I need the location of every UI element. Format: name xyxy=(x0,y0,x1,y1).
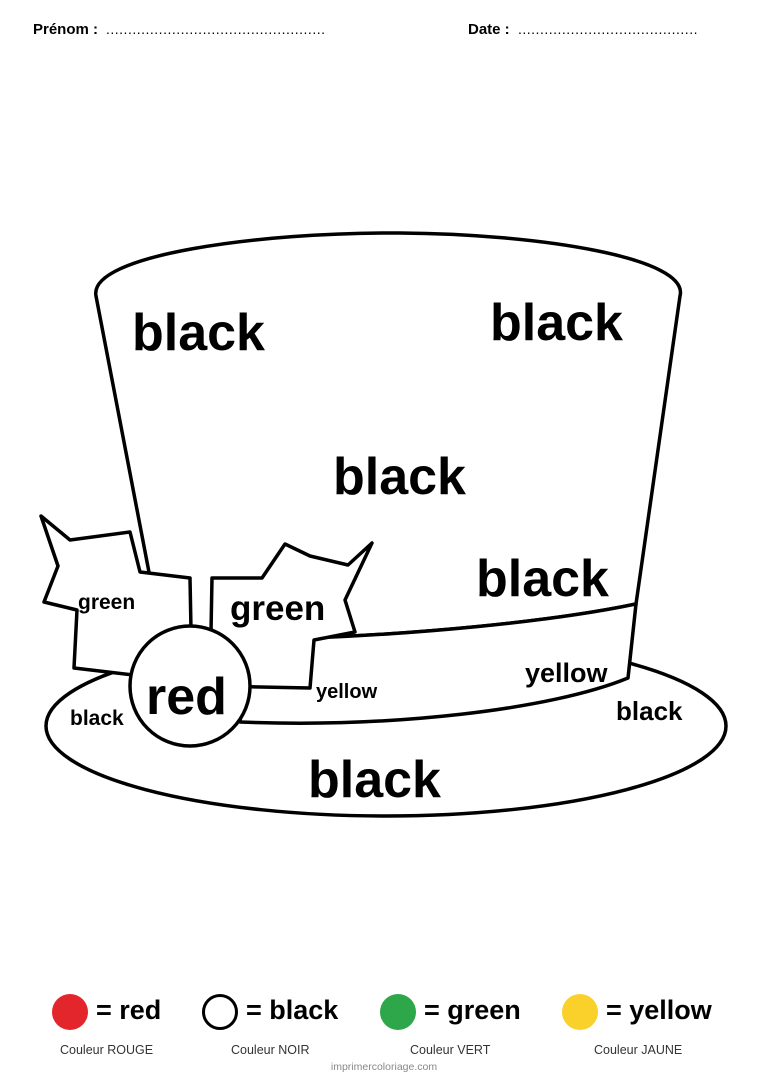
green-swatch-icon xyxy=(380,994,416,1030)
leaf-word-left: green xyxy=(78,591,135,614)
date-field[interactable]: ........................................… xyxy=(518,21,698,37)
legend-word: = yellow xyxy=(606,995,712,1025)
band-word-right: yellow xyxy=(525,658,609,688)
black-swatch-icon xyxy=(202,994,238,1030)
red-swatch-icon xyxy=(52,994,88,1030)
legend-word: = red xyxy=(96,995,162,1025)
right-leaf-region[interactable] xyxy=(208,541,374,690)
legend-caption-yellow: Couleur JAUNE xyxy=(594,1043,683,1057)
hat-band-region[interactable] xyxy=(238,602,638,725)
brim-word-left: black xyxy=(70,707,124,730)
legend-word: = green xyxy=(424,995,521,1025)
crown-word-3: black xyxy=(333,448,466,506)
brim-word-bottom: black xyxy=(308,751,441,809)
crown-word-2: black xyxy=(490,294,623,352)
band-word-left: yellow xyxy=(316,681,378,703)
button-word: red xyxy=(146,668,227,726)
site-footer: imprimercoloriage.com xyxy=(330,1061,438,1073)
legend-caption-black: Couleur NOIR xyxy=(231,1043,310,1057)
hat-button-region[interactable] xyxy=(128,624,252,748)
brim-word-right: black xyxy=(616,696,683,726)
yellow-swatch-icon xyxy=(562,994,598,1030)
first-name-field[interactable]: ........................................… xyxy=(106,21,326,37)
crown-word-1: black xyxy=(132,304,265,362)
first-name-label: Prénom : xyxy=(33,21,99,38)
date-label: Date : xyxy=(468,21,510,38)
legend-caption-green: Couleur VERT xyxy=(410,1043,491,1057)
legend-caption-red: Couleur ROUGE xyxy=(60,1043,154,1057)
legend-word: = black xyxy=(246,995,339,1025)
leaf-word-right: green xyxy=(230,589,325,628)
crown-word-4: black xyxy=(476,550,609,608)
